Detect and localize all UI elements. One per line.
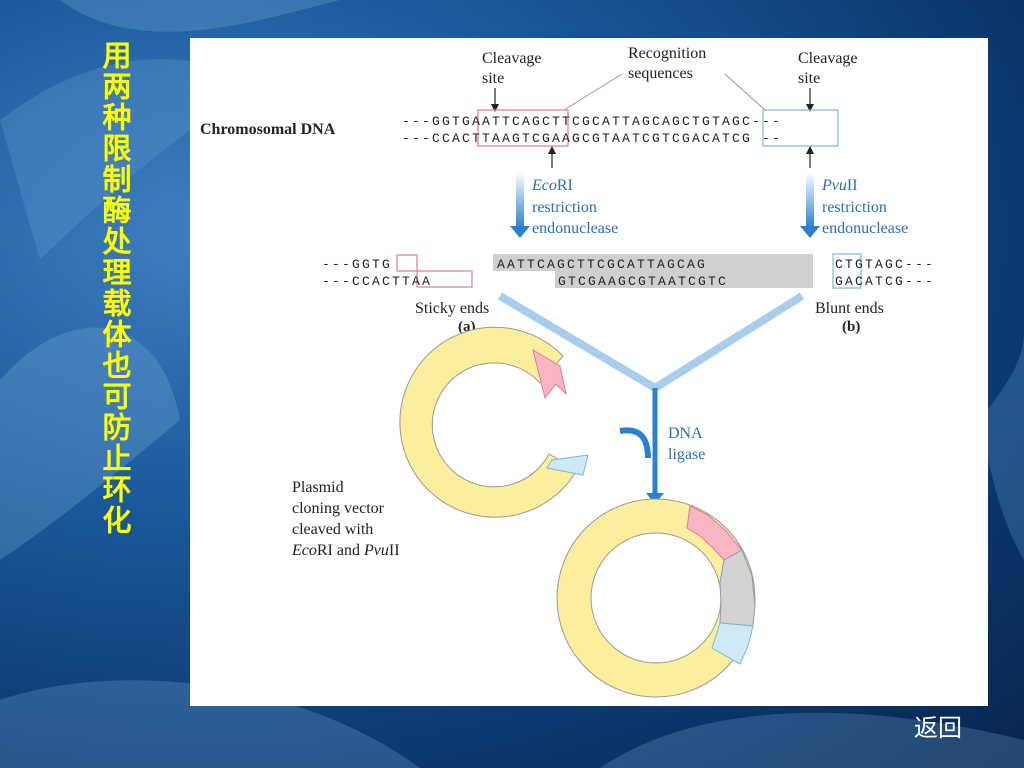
recognition-sequences-line2: sequences: [628, 65, 693, 82]
cleavage-right-arrowhead: [806, 104, 814, 112]
pvuii-recognition-box: [762, 109, 839, 147]
pvuii-desc-line2: endonuclease: [822, 220, 908, 237]
cleavage-left-arrowhead: [491, 104, 499, 112]
ecori-arrow-shaft: [516, 172, 524, 228]
chromosomal-bottom-strand: ---CCACTTAAGTCGAAGCGTAATCGTCGACATCG --: [402, 131, 782, 146]
cleavage-site-right-line2: site: [798, 70, 820, 87]
cut-plasmid-blunt-end: [546, 454, 589, 476]
ecori-desc-line1: restriction: [532, 199, 597, 216]
chromosomal-top-strand: ---GGTGAATTCAGCTTCGCATTAGCAGCTGTAGC---: [402, 114, 782, 129]
plasmid-text-line2: cloning vector: [292, 500, 385, 517]
middle-fragment-top-shade: [493, 254, 813, 271]
dna-ligase-line2: ligase: [668, 446, 705, 463]
middle-fragment-bottom-strand: GTCGAAGCGTAATCGTC: [558, 274, 728, 289]
plasmid-text-line3: cleaved with: [292, 521, 373, 538]
middle-fragment-bottom-shade: [555, 271, 813, 288]
slide-title-vertical: 用两种限制酶处理载体也可防止环化: [98, 40, 132, 536]
right-fragment-top-strand: CTGTAGC---: [835, 257, 935, 272]
chromosomal-dna-label: Chromosomal DNA: [200, 121, 336, 138]
right-fragment-blue-box: [832, 253, 862, 289]
cleavage-site-right-line1: Cleavage: [798, 50, 858, 67]
pvuii-arrowhead: [800, 226, 820, 238]
cleavage-bottom-right-arrowhead: [806, 146, 814, 154]
dna-ligase-line1: DNA: [668, 425, 703, 442]
recognition-pointer-right: [724, 73, 766, 111]
restriction-cloning-diagram: Cleavage site Recognition sequences Clea…: [200, 45, 935, 698]
cleavage-site-left-line1: Cleavage: [482, 50, 542, 67]
recombinant-outer-edge: [556, 498, 756, 698]
recombinant-inner-edge: [590, 532, 722, 664]
recombinant-plasmid: [556, 498, 756, 698]
ecori-arrowhead: [510, 226, 530, 238]
cleavage-bottom-arrowhead: [548, 146, 556, 154]
back-link[interactable]: 返回: [914, 714, 962, 742]
cleavage-site-left-line2: site: [482, 70, 504, 87]
left-fragment-top-strand: ---GGTG: [322, 257, 392, 272]
recognition-pointer-left: [563, 73, 623, 111]
recombinant-insert: [719, 549, 756, 627]
figure-panel: Cleavage site Recognition sequences Clea…: [190, 38, 988, 706]
left-fragment-bottom-strand: ---CCACTTAA: [322, 274, 432, 289]
sticky-ends-label: Sticky ends: [415, 300, 489, 317]
merge-arrowhead: [646, 493, 664, 504]
cut-plasmid-sticky-end: [532, 348, 567, 400]
pvuii-arrow-shaft: [806, 172, 814, 228]
plasmid-text-line4: EcoRI and PvuII: [291, 542, 400, 559]
left-overhang-pink-box: [416, 270, 473, 288]
cut-plasmid: [399, 326, 589, 518]
pvuii-desc-line1: restriction: [822, 199, 887, 216]
pvuii-name: PvuII: [821, 177, 858, 194]
recombinant-blunt-junction: [711, 622, 754, 665]
right-fragment-bottom-strand: GACATCG---: [835, 274, 935, 289]
ecori-recognition-box: [477, 109, 569, 147]
recognition-sequences-line1: Recognition: [628, 45, 706, 62]
ligase-hook-arrow: [619, 427, 651, 459]
blunt-ends-label: Blunt ends: [815, 300, 884, 317]
ecori-desc-line2: endonuclease: [532, 220, 618, 237]
plasmid-text-line1: Plasmid: [292, 479, 344, 496]
ecori-name: EcoRI: [531, 177, 573, 194]
cut-plasmid-ring: [399, 326, 578, 518]
middle-fragment-top-strand: AATTCAGCTTCGCATTAGCAG: [497, 257, 707, 272]
left-fragment-pink-box: [396, 254, 418, 272]
label-b: (b): [842, 319, 860, 335]
